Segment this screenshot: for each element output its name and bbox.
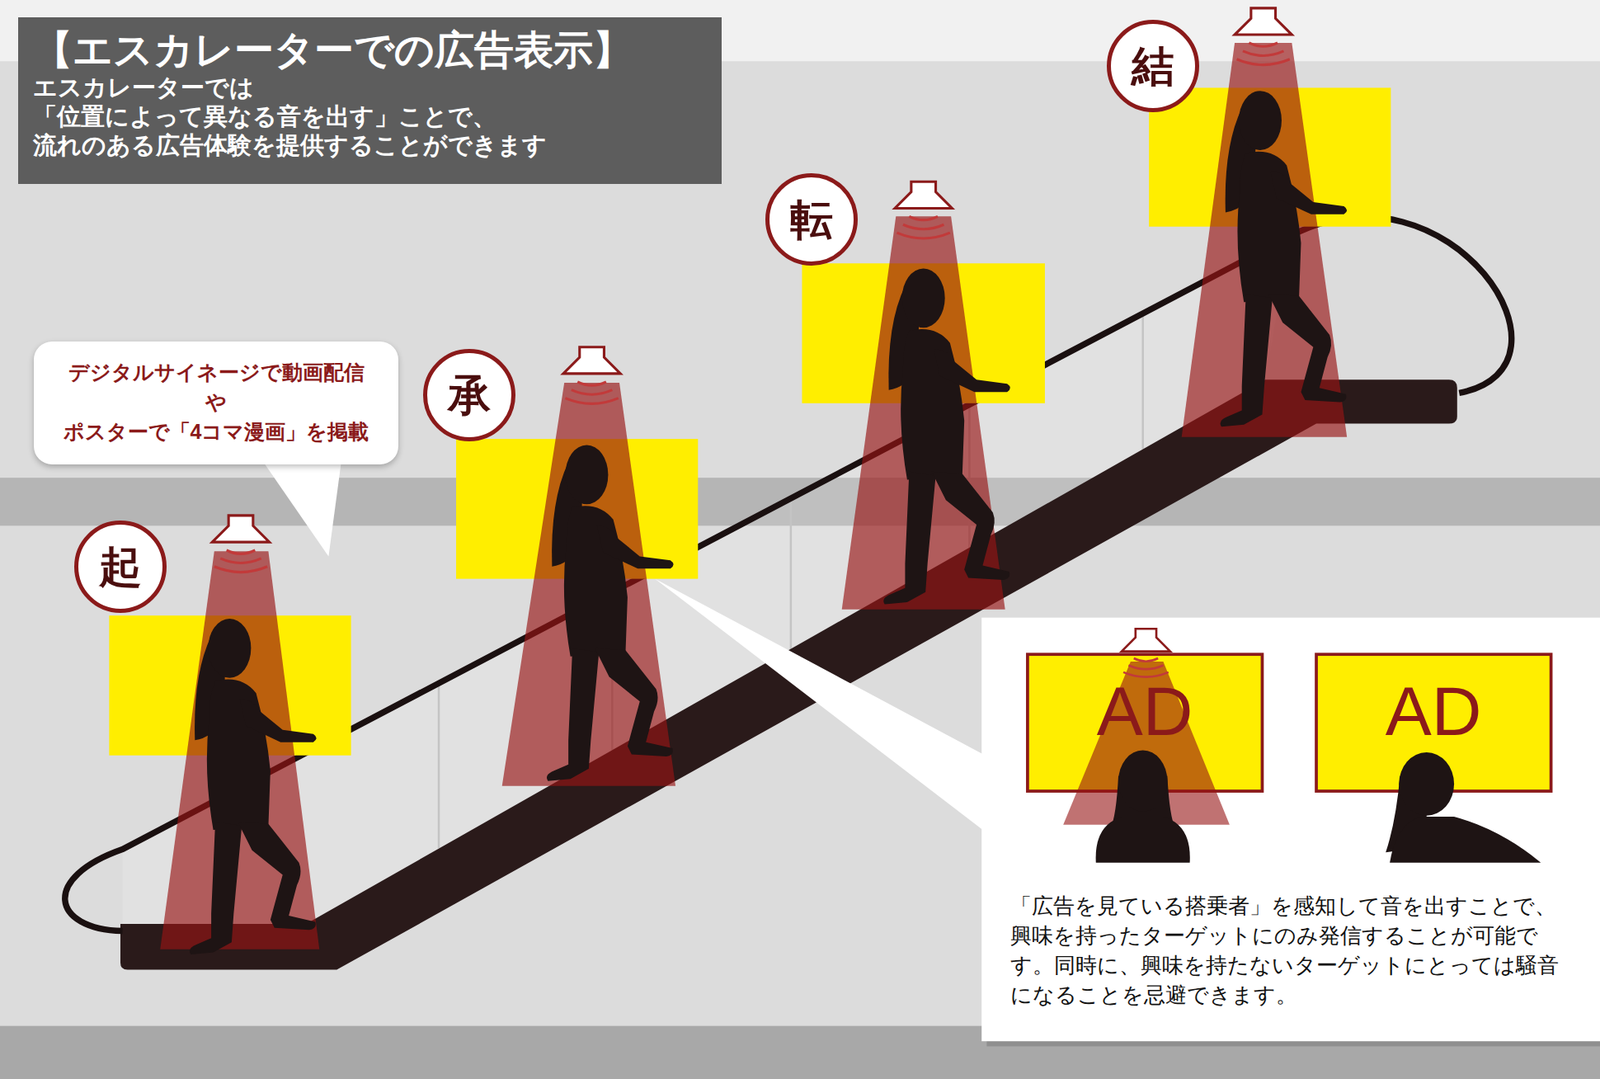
inset-note: 「広告を見ている搭乗者」を感知して音を出すことで、 興味を持ったターゲットにのみ… xyxy=(1010,890,1588,1010)
stage-label: 承 xyxy=(447,373,491,417)
title-box: 【エスカレーターでの広告表示】エスカレーターでは 「位置によって異なる音を出す」… xyxy=(18,17,722,184)
stage-label: 転 xyxy=(790,197,833,241)
walker-figure xyxy=(189,618,317,955)
sound-cone xyxy=(1181,42,1347,438)
bubble-tail xyxy=(259,456,342,556)
speaker-symbol xyxy=(1121,628,1171,677)
ad-box: AD xyxy=(1027,654,1262,791)
stage-label: 起 xyxy=(98,545,142,589)
viewer-shoulders xyxy=(1096,816,1191,863)
stage-label: 結 xyxy=(1131,44,1175,88)
inset-panel: 「広告を見ている搭乗者」を感知して音を出すことで、 興味を持ったターゲットにのみ… xyxy=(981,616,1600,1041)
speaker-symbol xyxy=(1234,8,1292,66)
stage-circle: 承 xyxy=(423,348,516,442)
zoom-wedge xyxy=(654,578,995,840)
title-body: エスカレーターでは 「位置によって異なる音を出す」ことで、 流れのある広告体験を… xyxy=(32,73,570,160)
bubble-text: デジタルサイネージで動画配信 や ポスターで「4コマ漫画」を掲載 xyxy=(51,357,382,447)
viewer-head xyxy=(1118,750,1168,812)
passerby-head xyxy=(1398,752,1455,816)
ad-label: AD xyxy=(1316,654,1551,746)
speech-bubble: デジタルサイネージで動画配信 や ポスターで「4コマ漫画」を掲載 xyxy=(33,341,399,465)
walker-figure xyxy=(1220,90,1348,427)
sound-cone xyxy=(502,382,676,786)
walker-figure xyxy=(883,268,1011,604)
speaker-symbol xyxy=(211,515,269,573)
viewer-silhouette xyxy=(1096,750,1191,863)
stage-circle: 転 xyxy=(765,173,858,266)
stage-circle: 起 xyxy=(74,520,167,613)
stage-circle: 結 xyxy=(1106,19,1200,113)
ad-box: AD xyxy=(1316,654,1551,791)
speaker-symbol xyxy=(894,181,952,239)
speaker-symbol xyxy=(1121,628,1171,677)
ad-label: AD xyxy=(1027,654,1262,746)
walker-figure xyxy=(546,445,674,782)
passerby-body xyxy=(1389,816,1541,863)
speaker-symbol xyxy=(563,347,621,405)
passerby-silhouette xyxy=(1385,752,1541,863)
title-heading: 【エスカレーターでの広告表示】 xyxy=(32,27,707,74)
inset-panel-ground xyxy=(981,617,1600,1042)
